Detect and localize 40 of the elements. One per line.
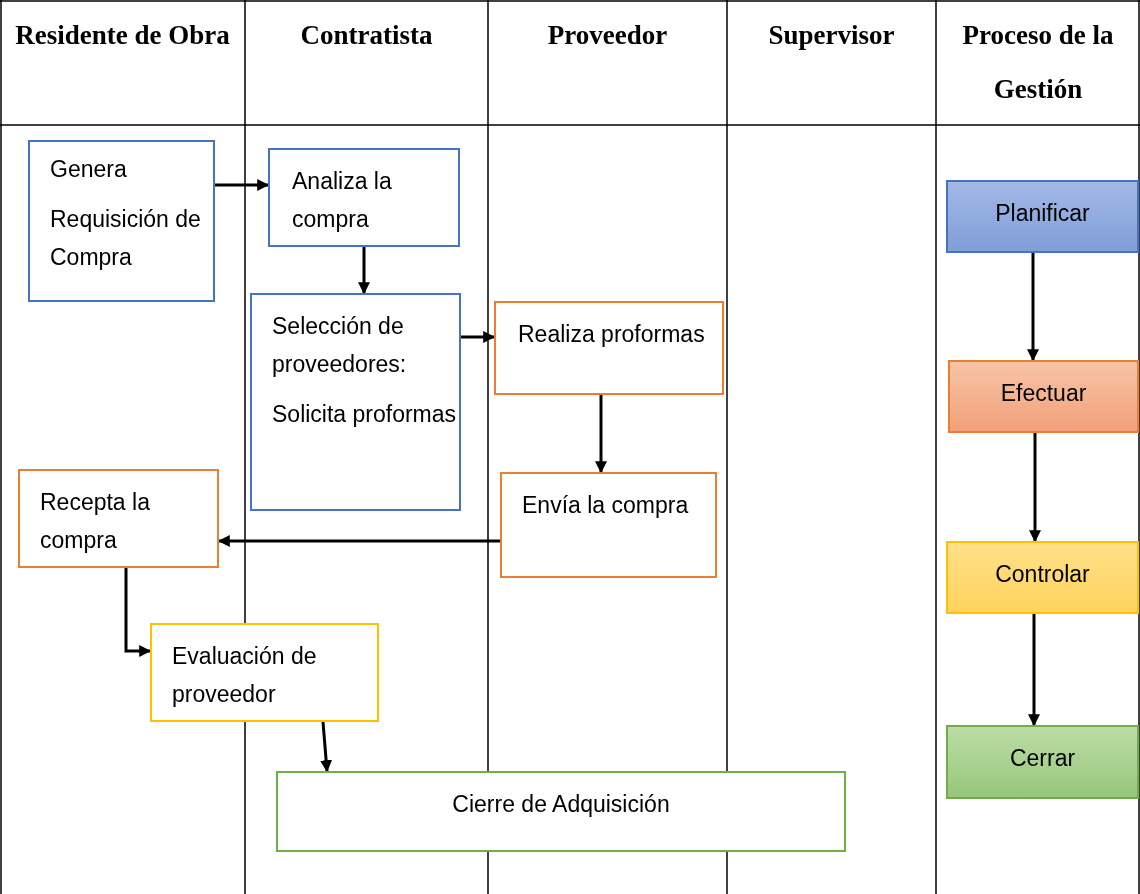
arrow (215, 179, 270, 191)
process-box (28, 140, 215, 302)
box-text: Envía la compra (522, 491, 690, 520)
arrow (124, 568, 152, 657)
box-text: Requisición de Compra (50, 205, 202, 272)
stage-box (946, 725, 1139, 799)
box-text: Cerrar (1008, 744, 1077, 773)
box-text: Solicita proformas (272, 400, 458, 429)
box-text: Controlar (994, 560, 1091, 589)
box-text: Realiza proformas (518, 320, 706, 349)
stage-box (946, 541, 1139, 614)
stage-box (946, 180, 1139, 253)
process-box (276, 771, 846, 852)
arrow (1028, 614, 1040, 727)
process-box (18, 469, 219, 568)
column-header: Proveedor (546, 19, 669, 52)
column-header: Proceso de la Gestión (961, 19, 1115, 106)
arrow (595, 395, 607, 474)
process-box (494, 301, 724, 395)
arrow (320, 721, 333, 773)
arrow (1029, 433, 1041, 543)
box-text: Efectuar (999, 379, 1088, 408)
box-text: Selección de proveedores: (272, 312, 408, 379)
box-text: Planificar (994, 199, 1091, 228)
stage-box (948, 360, 1139, 433)
box-text: Analiza la compra (292, 167, 393, 234)
box-text: Cierre de Adquisición (451, 790, 671, 819)
arrow (1027, 253, 1039, 362)
arrow (461, 331, 496, 343)
arrow (358, 247, 370, 295)
box-text: Genera (50, 155, 128, 184)
process-box (250, 293, 461, 511)
process-box (150, 623, 379, 722)
box-text: Recepta la compra (40, 488, 151, 555)
column-header: Residente de Obra (14, 19, 231, 52)
column-header: Supervisor (767, 19, 896, 52)
process-box (500, 472, 717, 578)
column-header: Contratista (299, 19, 434, 52)
box-text: Evaluación de proveedor (172, 642, 318, 709)
process-box (268, 148, 460, 247)
